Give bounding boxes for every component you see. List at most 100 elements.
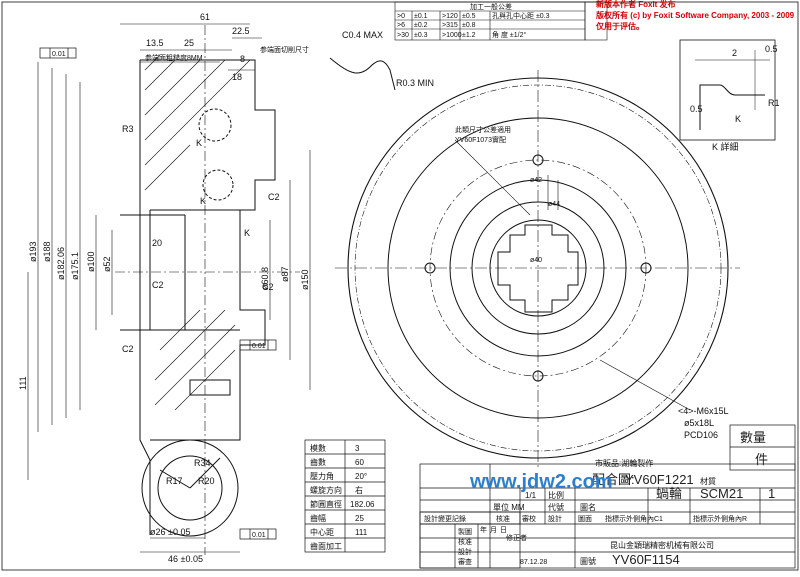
side-header: 製圖 (458, 527, 472, 536)
dim-r34: R34 (194, 458, 211, 468)
dim-c2-c: C2 (262, 282, 274, 292)
datum-value-3: 0.01 (252, 532, 266, 539)
revision-title: 設計變更記錄 (424, 514, 466, 523)
top-dimensions: 61 13.5 25 22.5 8 18 参端面粗糙度8MM 参端面切削尺寸 (145, 12, 309, 82)
tol-cell: 角 度 ±1/2° (492, 30, 526, 39)
dim-d42: ø42 (530, 177, 542, 184)
detail-dim: 0.5 (690, 104, 703, 114)
qty-unit: 件 (755, 452, 768, 467)
count-value: 1 (768, 486, 775, 501)
gear-param: 齒數 (310, 457, 326, 467)
dim-d100: ø100 (86, 251, 96, 272)
tol-cell: >120 (442, 13, 458, 20)
rev-header: 月 (490, 526, 497, 534)
dim-d26: ø26 ±0.05 (150, 527, 190, 537)
dim-d175: ø175.1 (70, 252, 80, 280)
dim-d193: ø193 (28, 241, 38, 262)
dim-r03: R0.3 MIN (396, 78, 434, 88)
dim-61: 61 (200, 12, 210, 22)
scale-value: 1/1 (525, 491, 537, 500)
datum-value-2: 0.01 (252, 343, 266, 350)
side-header: 設計 (458, 547, 472, 556)
material-value: SCM21 (700, 486, 743, 501)
detail-dim: 2 (732, 48, 737, 58)
part-name: 蝸輪 (656, 486, 682, 501)
review-col: 審校 (522, 514, 536, 523)
gear-table: 模數 3 齒數 60 壓力角 20° 螺旋方向 右 節圓直徑 182.06 齒幅… (310, 443, 375, 551)
detail-dim: K (735, 114, 741, 124)
tol-cell: ±0.2 (414, 22, 428, 29)
dim-d150: ø150 (300, 269, 310, 290)
note-cut-size: 参端面切削尺寸 (260, 45, 309, 54)
detail-k-title: K 詳細 (712, 141, 739, 152)
rev-header: 修正者 (506, 533, 527, 542)
gear-param: 螺旋方向 (310, 485, 342, 495)
site-logo: www.jdw2.com (469, 471, 613, 493)
tol-cell: ±0.1 (414, 13, 428, 20)
dim-d52: ø52 (102, 256, 112, 272)
title-block: 市販品:湖輪製作 配合圖: YV60F1221 材質 數量 件 蝸輪 SCM21… (424, 430, 775, 567)
match-value: YV60F1221 (625, 472, 694, 487)
dim-c2-a: C2 (268, 192, 280, 202)
side-header: 核准 (458, 537, 472, 546)
label-k1: K (196, 138, 202, 148)
gear-param: 壓力角 (310, 471, 334, 481)
front-view (335, 70, 740, 470)
watermark-line1: 新版本作者 Foxit 发布 (596, 0, 676, 9)
hole-note-3: PCD106 (684, 430, 718, 440)
tolerance-title: 加工一般公差 (470, 2, 512, 11)
gear-param: 齒幅 (310, 513, 326, 523)
tolerance-table-grid (394, 1, 608, 41)
tol-cell: ±0.3 (414, 32, 428, 39)
dim-d188: ø188 (42, 241, 52, 262)
bottom-dimensions: ø26 ±0.05 46 ±0.05 R17 R20 R34 (150, 458, 215, 564)
detail-k-labels: K 詳細 2 0.5 0.5 R1 K (690, 44, 780, 152)
gear-value: 20° (355, 472, 367, 481)
dim-22-5: 22.5 (232, 26, 250, 36)
tolerance-table: 加工一般公差 >0 ±0.1 >120 ±0.5 孔與孔中心距 ±0.3 >6 … (397, 2, 550, 39)
drawing-date: 87.12.28 (520, 559, 547, 566)
scale-label: 比例 (548, 490, 564, 500)
tol-cell: >315 (442, 22, 458, 29)
maker-note: 市販品:湖輪製作 (595, 458, 653, 468)
gear-param: 模數 (310, 443, 326, 453)
gear-param: 齒面加工 (310, 541, 342, 551)
gear-value: 60 (355, 458, 364, 467)
gear-param: 節圓直徑 (310, 499, 342, 509)
material-header: 材質 (700, 476, 716, 486)
datum-value-1: 0.01 (52, 51, 66, 58)
rev-header: 日 (500, 526, 507, 534)
gear-param: 中心距 (310, 527, 334, 537)
watermark-line2: 版权所有 (c) by Foxit Software Company, 2003… (595, 10, 795, 20)
drawing-no-label: 圖號 (580, 556, 596, 566)
dim-r17: R17 (166, 476, 183, 486)
dim-d44: ø44 (548, 201, 560, 208)
tol-cell: >6 (397, 22, 405, 29)
dim-d40: ø40 (530, 257, 542, 264)
dim-d87: ø87 (280, 266, 290, 282)
misc-dimensions: R3 C0.4 MAX R0.3 MIN C2 C2 C2 C2 20 K K … (122, 30, 434, 354)
qty-label: 數量 (740, 430, 766, 445)
dim-c2-d: C2 (122, 344, 134, 354)
dim-8: 8 (240, 54, 245, 64)
detail-k (679, 39, 776, 141)
gear-value: 3 (355, 444, 360, 453)
gear-value: 右 (355, 485, 363, 495)
watermark-line3: 仅用于评估。 (595, 21, 644, 31)
note-radius: 指標示外側角內R (693, 514, 747, 523)
tol-cell: 孔與孔中心距 ±0.3 (492, 11, 550, 20)
tol-cell: >0 (397, 13, 405, 20)
gear-value: 111 (355, 528, 368, 537)
dim-20: 20 (152, 238, 162, 248)
dim-13-5: 13.5 (146, 38, 164, 48)
front-note-line1: 此類尺寸公差適用 (455, 125, 511, 134)
name-label: 圖名 (580, 502, 596, 512)
section-view (115, 25, 300, 555)
front-view-labels: 此類尺寸公差適用 YV60F1073實配 ø42 ø40 ø44 <4>-M6x… (455, 125, 729, 440)
label-k2: K (200, 196, 206, 206)
tol-cell: ±0.5 (462, 13, 476, 20)
rev-header: 年 (480, 525, 487, 534)
note-roughness: 参端面粗糙度8MM (145, 53, 203, 62)
